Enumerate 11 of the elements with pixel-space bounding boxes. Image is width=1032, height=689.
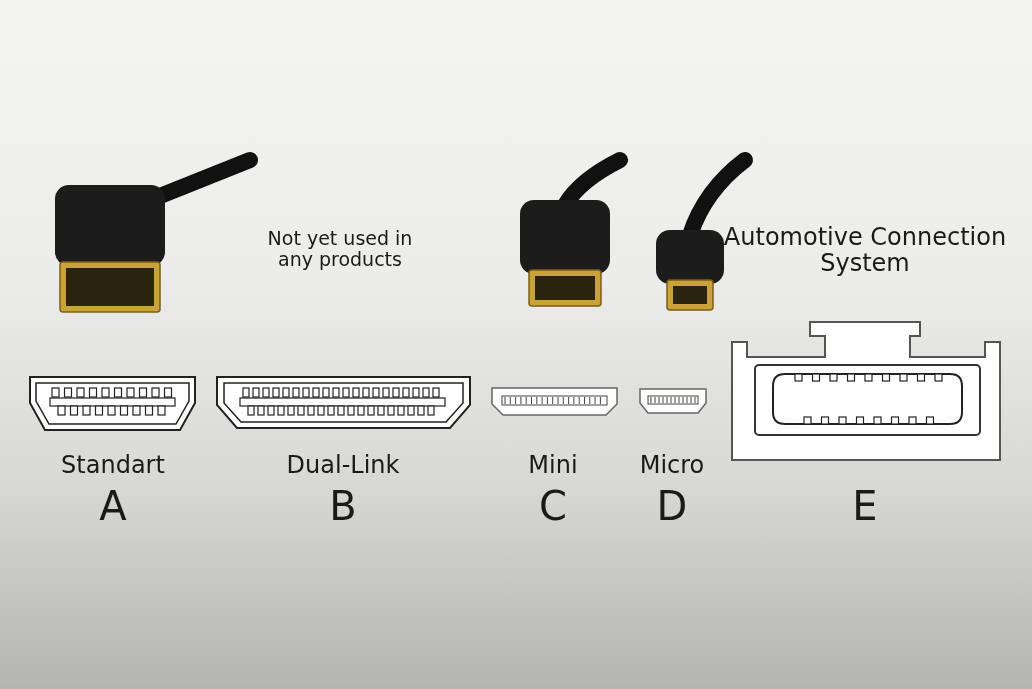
connector-name: Micro xyxy=(638,452,706,479)
connector-name: Automotive Connection System xyxy=(722,224,1008,277)
connector-name: Dual-Link xyxy=(285,452,401,479)
type-letter: D xyxy=(655,484,689,528)
type-letter: C xyxy=(538,484,568,528)
type-letter: E xyxy=(851,484,879,528)
type-letter: A xyxy=(98,484,128,528)
note-text: Not yet used in any products xyxy=(266,228,414,270)
connector-name: Standart xyxy=(60,452,166,479)
type-letter: B xyxy=(328,484,358,528)
connector-name: Mini xyxy=(527,452,579,479)
